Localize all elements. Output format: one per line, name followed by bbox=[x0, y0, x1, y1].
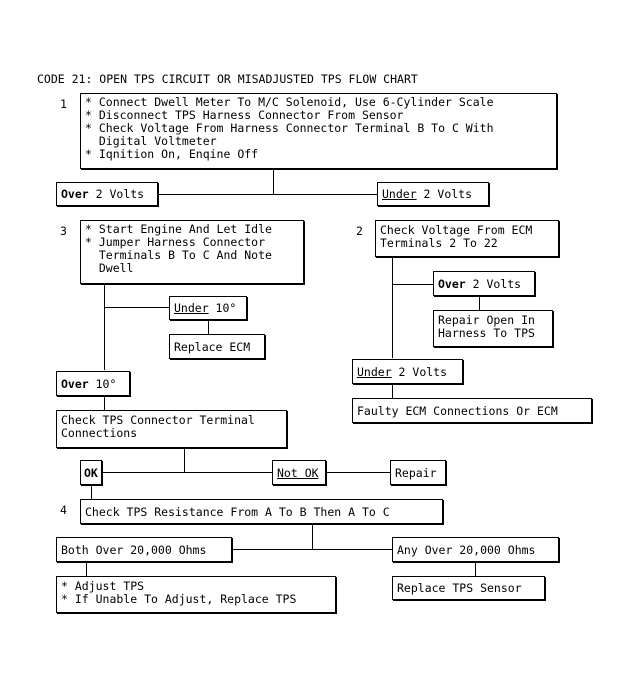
ok-box: OK bbox=[80, 460, 102, 485]
step3-line-3: Terminals B To C And Note bbox=[85, 248, 272, 262]
not-ok-label: Not OK bbox=[277, 466, 319, 480]
under-keyword: Under bbox=[357, 365, 392, 379]
connector-line bbox=[104, 284, 105, 370]
step4-box: Check TPS Resistance From A To B Then A … bbox=[80, 499, 443, 524]
faulty-ecm-box: Faulty ECM Connections Or ECM bbox=[352, 398, 592, 423]
connector-line bbox=[479, 296, 480, 310]
repair-open-line-2: Harness To TPS bbox=[438, 326, 535, 340]
under-10-value: 10° bbox=[208, 301, 237, 315]
step3-line-1: * Start Engine And Let Idle bbox=[85, 222, 272, 236]
connector-line bbox=[104, 307, 169, 308]
connector-line bbox=[104, 396, 105, 410]
step3-line-2: * Jumper Harness Connector bbox=[85, 235, 266, 249]
connector-line bbox=[102, 472, 272, 473]
check-tps-connector-line-2: Connections bbox=[61, 426, 138, 440]
chart-title: CODE 21: OPEN TPS CIRCUIT OR MISADJUSTED… bbox=[37, 72, 418, 86]
step-number-1: 1 bbox=[60, 97, 67, 111]
repair-box: Repair bbox=[390, 460, 446, 485]
replace-ecm-box: Replace ECM bbox=[169, 334, 265, 359]
connector-line bbox=[475, 562, 476, 576]
any-over-box: Any Over 20,000 Ohms bbox=[392, 537, 559, 562]
step1-box: * Connect Dwell Meter To M/C Solenoid, U… bbox=[80, 93, 557, 169]
under-10-degrees-box: Under 10° bbox=[169, 296, 247, 320]
under-keyword: Under bbox=[382, 187, 417, 201]
adjust-tps-line-1: * Adjust TPS bbox=[61, 579, 145, 593]
step2-line-2: Terminals 2 To 22 bbox=[380, 236, 498, 250]
under-2-volts-box: Under 2 Volts bbox=[377, 182, 489, 206]
repair-open-line-1: Repair Open In bbox=[438, 313, 535, 327]
over-10-degrees-box: Over 10° bbox=[56, 371, 130, 396]
connector-line bbox=[392, 284, 433, 285]
step-number-3: 3 bbox=[60, 224, 67, 238]
under-2-volts-value: 2 Volts bbox=[391, 365, 448, 379]
connector-line bbox=[392, 384, 393, 398]
check-tps-connector-line-1: Check TPS Connector Terminal bbox=[61, 413, 255, 427]
over-keyword: Over bbox=[61, 377, 89, 391]
under-2-volts-value: 2 Volts bbox=[416, 187, 473, 201]
over-keyword: Over bbox=[61, 187, 89, 201]
step3-box: * Start Engine And Let Idle* Jumper Harn… bbox=[80, 220, 304, 284]
step-number-4: 4 bbox=[60, 503, 67, 517]
connector-line bbox=[232, 549, 392, 550]
step2-under-2-volts-box: Under 2 Volts bbox=[352, 359, 463, 384]
ok-label: OK bbox=[84, 466, 98, 480]
step1-line-5: * Iqnition On, Enqine Off bbox=[85, 147, 259, 161]
step2-over-2-volts-box: Over 2 Volts bbox=[433, 271, 535, 296]
adjust-tps-line-2: * If Unable To Adjust, Replace TPS bbox=[61, 592, 297, 606]
connector-line bbox=[312, 524, 313, 549]
step1-line-3: * Check Voltage From Harness Connector T… bbox=[85, 121, 494, 135]
connector-line bbox=[91, 485, 92, 499]
connector-line bbox=[326, 472, 390, 473]
step-number-2: 2 bbox=[356, 224, 363, 238]
step1-line-1: * Connect Dwell Meter To M/C Solenoid, U… bbox=[85, 95, 494, 109]
over-2-volts-value: 2 Volts bbox=[88, 187, 145, 201]
under-keyword: Under bbox=[174, 301, 209, 315]
over-10-value: 10° bbox=[88, 377, 117, 391]
connector-line bbox=[86, 562, 87, 576]
over-2-volts-value: 2 Volts bbox=[465, 277, 522, 291]
connector-line bbox=[273, 169, 274, 194]
replace-tps-sensor-box: Replace TPS Sensor bbox=[392, 576, 545, 600]
both-over-box: Both Over 20,000 Ohms bbox=[56, 537, 232, 562]
step1-line-4: Digital Voltmeter bbox=[85, 134, 217, 148]
step1-line-2: * Disconnect TPS Harness Connector From … bbox=[85, 108, 404, 122]
step3-line-4: Dwell bbox=[85, 261, 134, 275]
connector-line bbox=[158, 194, 377, 195]
over-keyword: Over bbox=[438, 277, 466, 291]
over-2-volts-box: Over 2 Volts bbox=[56, 182, 158, 206]
connector-line bbox=[184, 448, 185, 472]
step2-line-1: Check Voltage From ECM bbox=[380, 223, 533, 237]
connector-line bbox=[392, 257, 393, 358]
connector-line bbox=[208, 320, 209, 334]
adjust-tps-box: * Adjust TPS* If Unable To Adjust, Repla… bbox=[56, 576, 336, 613]
not-ok-box: Not OK bbox=[272, 460, 326, 485]
